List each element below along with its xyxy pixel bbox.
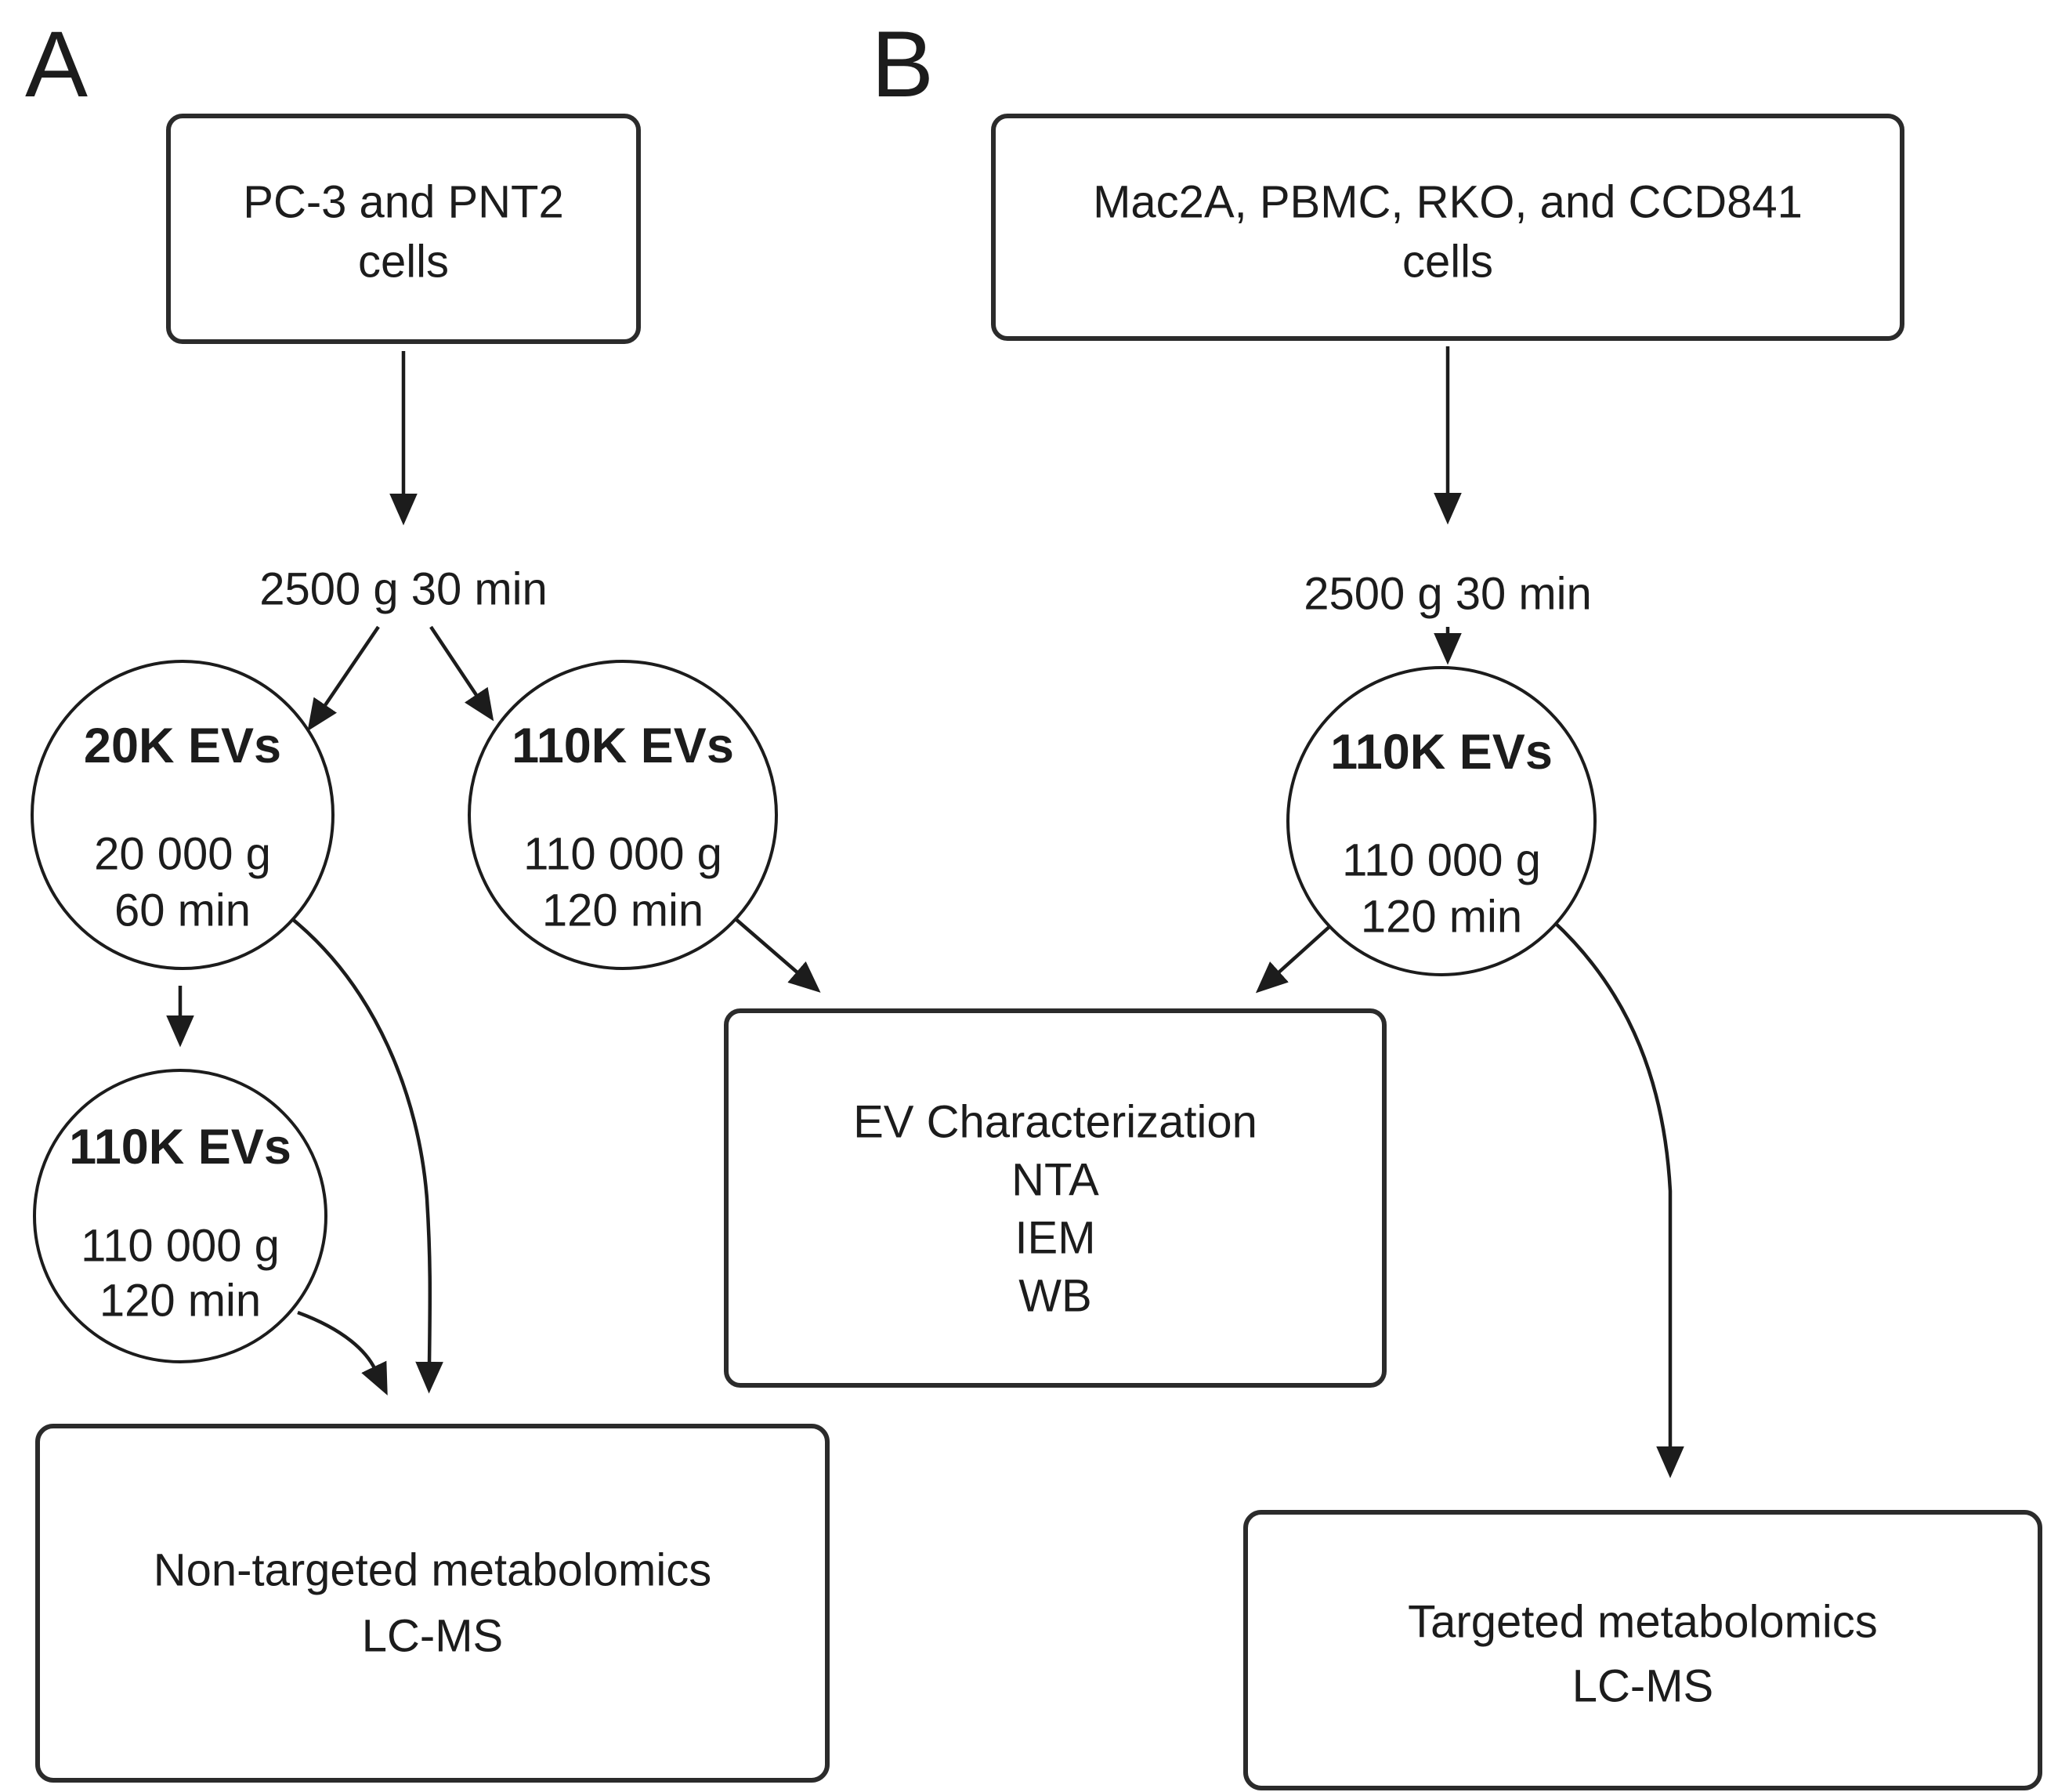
node-ev-characterization: EV Characterization NTA IEM WB [724,1008,1387,1388]
panel-b: B Mac2A, PBMC, RKO, and CCD841 cells 250… [871,12,2042,1790]
arrow-a-spin-to-110k [429,625,494,722]
arrow-b-110k-to-characterization [1255,923,1333,994]
node-a-110k-gforce: 110 000 g [523,829,722,880]
node-a-110k-second-circle [33,1069,327,1363]
arrow-a-110k-to-characterization [733,917,821,993]
node-b-110k-evs: 110K EVs 110 000 g 120 min [1286,666,1597,976]
node-ev-characterization-rect [724,1008,1387,1388]
node-b-source-cells: Mac2A, PBMC, RKO, and CCD841 cells [991,114,1904,341]
node-a-110k-second-duration: 120 min [99,1276,261,1327]
node-b-output-targeted: Targeted metabolomics LC-MS [1243,1510,2042,1790]
a-spin-step-label: 2500 g 30 min [259,564,548,615]
node-a-20k-title: 20K EVs [84,719,281,773]
node-a-110k-circle [468,660,778,970]
node-b-110k-circle [1286,666,1597,976]
node-a-source-cells: PC-3 and PNT2 cells [166,114,641,344]
node-a-110k-second-title: 110K EVs [69,1120,291,1175]
node-a-20k-circle [31,660,335,970]
ev-characterization-line-4: WB [1018,1271,1091,1322]
curve-b-110k-to-output [1551,919,1684,1479]
ev-characterization-line-2: NTA [1011,1155,1099,1206]
node-a-output-line-2: LC-MS [362,1611,503,1662]
node-a-source-line-1: PC-3 and PNT2 [243,177,563,228]
node-a-source-rect [166,114,641,344]
node-a-110k-second-evs: 110K EVs 110 000 g 120 min [33,1069,327,1363]
node-b-110k-title: 110K EVs [1330,725,1553,780]
b-spin-step-label: 2500 g 30 min [1304,569,1592,620]
node-a-20k-duration: 60 min [114,885,251,936]
node-a-output-rect [35,1424,830,1783]
node-a-20k-gforce: 20 000 g [94,829,271,880]
ev-characterization-line-3: IEM [1015,1213,1095,1264]
node-a-output-nontargeted: Non-targeted metabolomics LC-MS [35,1424,830,1783]
node-b-output-line-1: Targeted metabolomics [1408,1597,1878,1648]
curve-a-110k-second-to-output [297,1310,388,1396]
node-a-110k-second-gforce: 110 000 g [81,1221,280,1272]
node-b-110k-duration: 120 min [1361,892,1522,943]
node-a-110k-title: 110K EVs [512,719,734,773]
node-a-20k-evs: 20K EVs 20 000 g 60 min [31,660,335,970]
node-b-output-rect [1243,1510,2042,1790]
panel-a-label: A [25,12,88,117]
node-b-output-line-2: LC-MS [1572,1661,1713,1712]
node-b-source-line-2: cells [1402,237,1493,288]
node-b-110k-gforce: 110 000 g [1342,835,1541,886]
node-a-110k-duration: 120 min [542,885,703,936]
panel-b-label: B [871,12,934,117]
panel-a: A PC-3 and PNT2 cells 2500 g 30 min 20K … [25,12,830,1783]
arrow-a-spin-to-20k [307,625,380,732]
node-b-source-line-1: Mac2A, PBMC, RKO, and CCD841 [1093,177,1803,228]
node-a-source-line-2: cells [358,237,449,288]
ev-characterization-line-1: EV Characterization [853,1097,1257,1148]
node-a-110k-evs: 110K EVs 110 000 g 120 min [468,660,778,970]
node-b-source-rect [991,114,1904,341]
node-a-output-line-1: Non-targeted metabolomics [154,1545,711,1596]
curve-a-20k-to-output [290,917,443,1394]
